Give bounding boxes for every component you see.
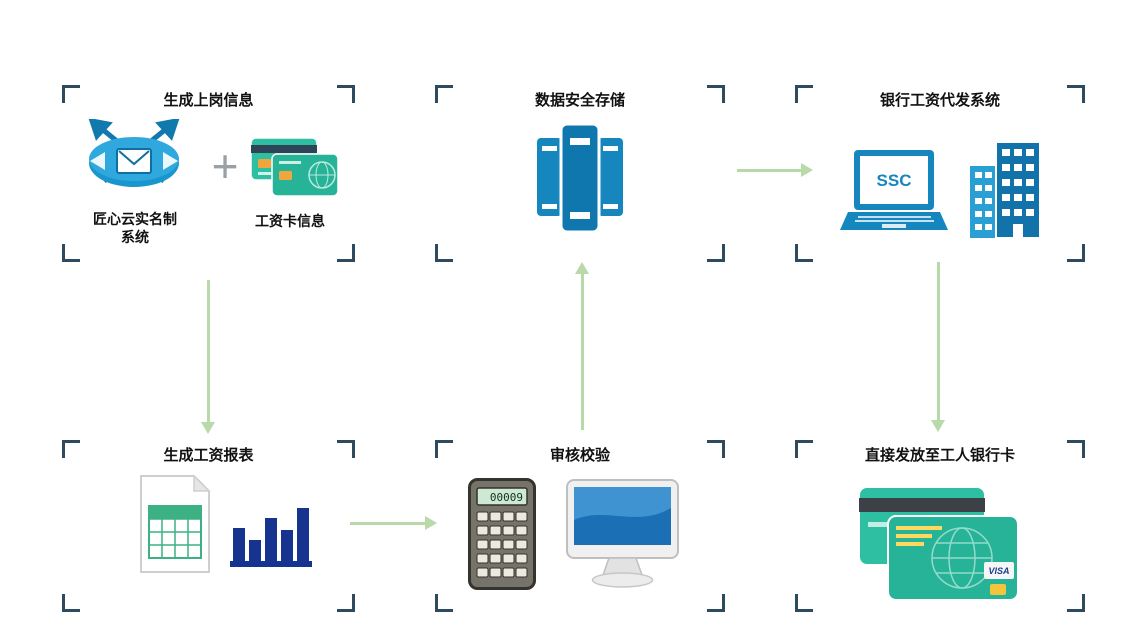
- arrow-down-onboarding-to-report-icon: [201, 422, 215, 434]
- corner-bracket-icon: [435, 594, 453, 612]
- corner-bracket-icon: [337, 440, 355, 458]
- corner-bracket-icon: [795, 85, 813, 103]
- arrow-right-storage-to-bank-icon: [801, 163, 813, 177]
- panel-title: 审核校验: [549, 447, 610, 464]
- panel-payroll-report: 生成工资报表: [62, 440, 355, 612]
- bank-cards-icon: VISA: [858, 486, 1022, 604]
- corner-bracket-icon: [337, 594, 355, 612]
- corner-bracket-icon: [62, 440, 80, 458]
- panel-title: 生成上岗信息: [163, 92, 254, 109]
- servers-icon: [535, 120, 625, 235]
- salary-cards-icon: [250, 137, 340, 199]
- system-label: 匠心云实名制 系统: [93, 211, 177, 245]
- corner-bracket-icon: [795, 244, 813, 262]
- laptop-screen-text: SSC: [877, 171, 912, 190]
- corner-bracket-icon: [435, 85, 453, 103]
- corner-bracket-icon: [707, 244, 725, 262]
- plus-sign: +: [211, 140, 239, 192]
- corner-bracket-icon: [62, 244, 80, 262]
- corner-bracket-icon: [707, 440, 725, 458]
- building-icon: [968, 138, 1042, 238]
- panel-generate-onboarding: 生成上岗信息 匠心云实名制 系统 +: [62, 85, 355, 262]
- corner-bracket-icon: [1067, 244, 1085, 262]
- calculator-display: 00009: [490, 491, 523, 504]
- panel-title: 数据安全存储: [534, 92, 625, 109]
- corner-bracket-icon: [1067, 85, 1085, 103]
- corner-bracket-icon: [337, 244, 355, 262]
- corner-bracket-icon: [795, 440, 813, 458]
- spreadsheet-icon: [138, 474, 212, 574]
- panel-title: 直接发放至工人银行卡: [864, 447, 1015, 464]
- corner-bracket-icon: [707, 85, 725, 103]
- arrow-down-bank-to-cards-icon: [931, 420, 945, 432]
- arrow-right-report-to-audit-icon: [425, 516, 437, 530]
- card-info-label: 工资卡信息: [255, 213, 325, 229]
- corner-bracket-icon: [1067, 594, 1085, 612]
- panel-bank-payroll: 银行工资代发系统 SSC: [795, 85, 1085, 262]
- panel-distribute-cards: 直接发放至工人银行卡: [795, 440, 1085, 612]
- panel-secure-storage: 数据安全存储: [435, 85, 725, 262]
- corner-bracket-icon: [62, 85, 80, 103]
- arrow-up-audit-to-storage-icon: [575, 262, 589, 274]
- corner-bracket-icon: [795, 594, 813, 612]
- corner-bracket-icon: [62, 594, 80, 612]
- arrow-down-onboarding-to-report-icon: [207, 280, 210, 422]
- card-brand-text: VISA: [988, 566, 1009, 576]
- corner-bracket-icon: [1067, 440, 1085, 458]
- monitor-icon: [565, 478, 680, 592]
- arrow-down-bank-to-cards-icon: [937, 262, 940, 420]
- arrow-right-storage-to-bank-icon: [737, 169, 801, 172]
- corner-bracket-icon: [435, 440, 453, 458]
- arrow-right-report-to-audit-icon: [350, 522, 425, 525]
- corner-bracket-icon: [337, 85, 355, 103]
- cloud-hub-icon: [88, 119, 180, 199]
- panel-audit-check: 审核校验 00009: [435, 440, 725, 612]
- arrow-up-audit-to-storage-icon: [581, 274, 584, 430]
- bar-chart-icon: [230, 492, 312, 568]
- calculator-icon: 00009: [468, 478, 536, 590]
- corner-bracket-icon: [435, 244, 453, 262]
- panel-title: 生成工资报表: [163, 447, 254, 464]
- corner-bracket-icon: [707, 594, 725, 612]
- laptop-icon: SSC: [838, 148, 948, 240]
- panel-title: 银行工资代发系统: [879, 92, 1000, 109]
